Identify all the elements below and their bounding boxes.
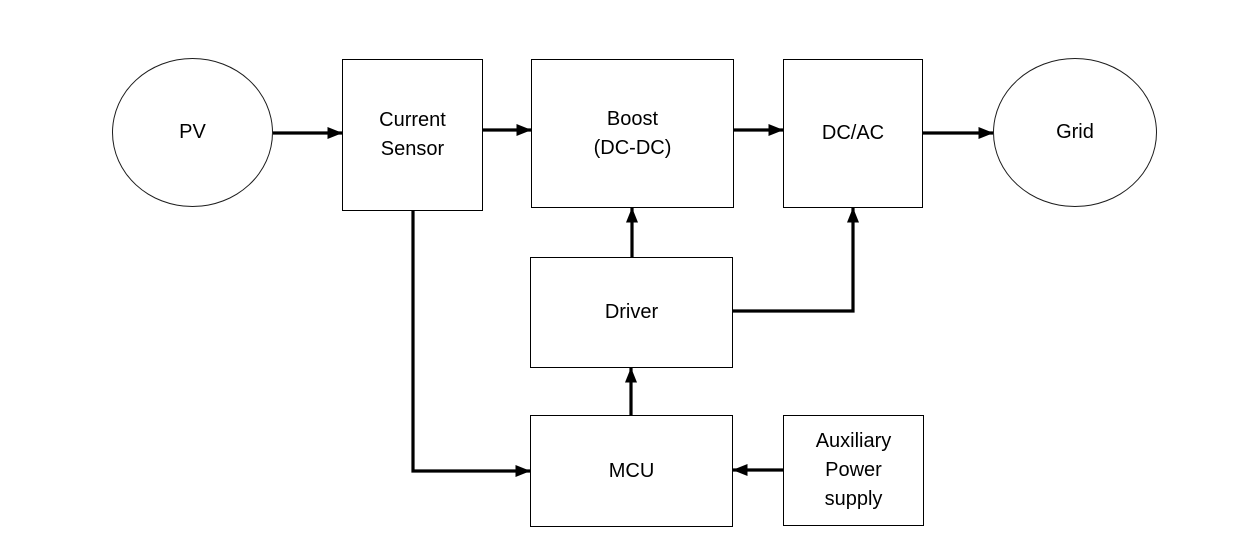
node-grid: Grid — [993, 58, 1157, 207]
node-dc-ac-label: DC/AC — [821, 122, 885, 144]
node-mcu: MCU — [530, 415, 733, 527]
node-mcu-label: MCU — [608, 459, 655, 482]
node-current-sensor: Current Sensor — [342, 59, 483, 211]
node-boost: Boost (DC-DC) — [531, 59, 734, 208]
arrow-current-sensor-to-mcu — [411, 211, 531, 477]
node-dc-ac: DC/AC — [783, 59, 923, 208]
node-driver: Driver — [530, 257, 733, 368]
node-aux-power-supply-label: Auxiliary Power supply — [815, 430, 892, 510]
arrow-driver-to-dc-ac — [733, 207, 859, 313]
node-pv-label: PV — [179, 121, 206, 143]
node-boost-label: Boost (DC-DC) — [593, 107, 672, 159]
node-driver-label: Driver — [604, 301, 659, 323]
node-current-sensor-label: Current Sensor — [379, 109, 446, 160]
node-aux-power-supply: Auxiliary Power supply — [783, 415, 924, 526]
node-grid-label: Grid — [1056, 121, 1094, 143]
node-pv: PV — [112, 58, 273, 207]
